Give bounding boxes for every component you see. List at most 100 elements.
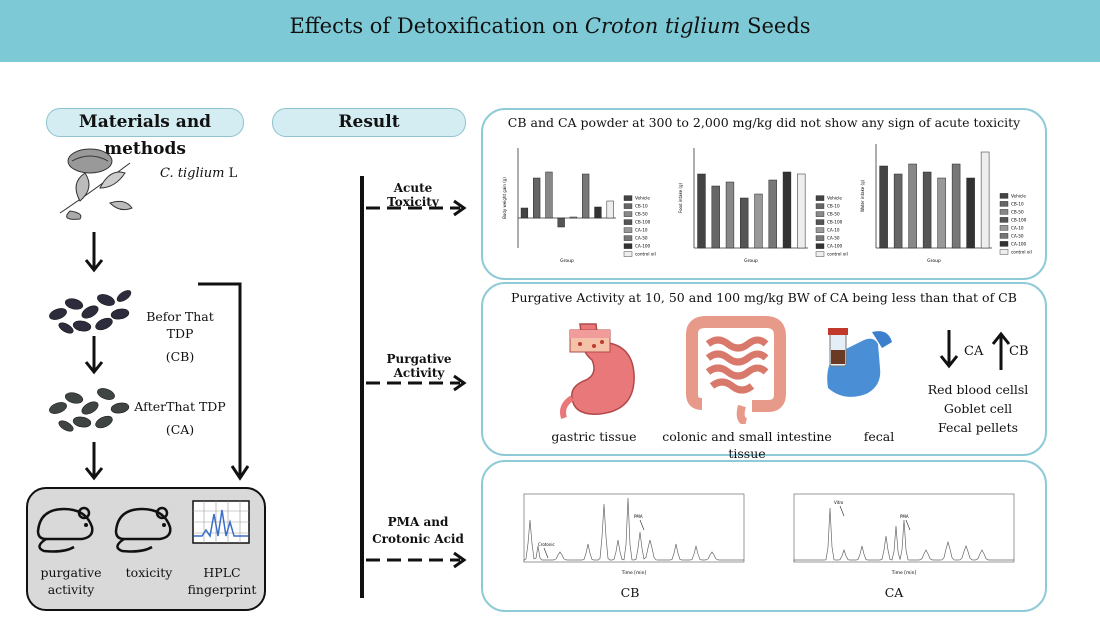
legend-swatch (815, 251, 825, 257)
chromatogram-xlabel: Time [min] (891, 570, 917, 576)
result-title: Result (272, 108, 466, 137)
legend-label: CB-50 (827, 212, 840, 217)
result-vertical-line (360, 176, 364, 598)
legend-swatch (623, 219, 633, 225)
legend-label: CA-50 (1011, 233, 1024, 238)
legend-label: control oil (827, 252, 848, 257)
legend-swatch (815, 243, 825, 249)
cb-seeds-illustration (49, 290, 132, 334)
materials-methods-title: Materials and methods (46, 108, 244, 159)
legend-swatch (999, 233, 1009, 239)
croton-plant-illustration (59, 148, 133, 220)
legend-swatch (623, 235, 633, 241)
legend-swatch (623, 195, 633, 201)
legend-label: control oil (1011, 249, 1032, 254)
chart-bar (893, 173, 903, 249)
legend-label: control oil (635, 252, 656, 257)
page-title: Effects of Detoxification on Croton tigl… (289, 14, 811, 38)
chart-bar (594, 206, 602, 219)
legend-label: Vehicle (827, 196, 842, 201)
dashed-arrow-icon (366, 199, 467, 217)
legend-swatch (815, 219, 825, 225)
hplc-chromatogram-icon (192, 500, 250, 544)
chart-xlabel: Group (560, 258, 574, 264)
legend-label: CA-100 (827, 244, 843, 249)
arrow-down-icon (84, 336, 104, 375)
legend-swatch (623, 211, 633, 217)
chart-bar (768, 179, 777, 249)
chart-bar (782, 171, 792, 249)
cb-label: Befor That TDP (CB) (146, 309, 214, 364)
water-intake-chart: Water intake (g)GroupVehicleCB-10CB-50CB… (860, 144, 1032, 264)
legend-swatch (999, 241, 1009, 247)
legend-swatch (623, 251, 633, 257)
legend-label: Vehicle (1011, 193, 1026, 198)
legend-label: CB-100 (635, 220, 651, 225)
gastric-tissue-caption: gastric tissue (551, 429, 637, 444)
chromatogram-trace (523, 497, 744, 562)
legend-label: CB-100 (1011, 217, 1027, 222)
legend-swatch (999, 249, 1009, 255)
peak-arrow (905, 519, 911, 531)
hplc-cb-caption: CB (620, 585, 640, 600)
peak-label: Vitro (834, 500, 844, 505)
legend-swatch (815, 235, 825, 241)
chart-bar (557, 217, 565, 228)
arrow-down-icon (84, 442, 104, 481)
outcome-list: Red blood cellsl Goblet cell Fecal pelle… (927, 382, 1029, 435)
legend-swatch (815, 227, 825, 233)
acute-toxicity-label: Acute Toxicity (387, 181, 439, 209)
legend-swatch (623, 243, 633, 249)
arrow-down-icon (939, 330, 959, 369)
legend-swatch (815, 211, 825, 217)
chart-bar (937, 177, 946, 249)
chart-bar (922, 171, 932, 249)
chromatogram-frame (793, 493, 1015, 563)
legend-swatch (999, 201, 1009, 207)
chart-bar (606, 200, 614, 219)
chart-ylabel: Body weight gain (g) (502, 177, 507, 219)
stomach-illustration (560, 323, 635, 419)
body-weight-chart: Body weight gain (g)GroupVehicleCB-10CB-… (502, 148, 656, 264)
chromatogram-frame (523, 493, 745, 563)
legend-label: CA-10 (1011, 225, 1024, 230)
chart-bar (569, 216, 578, 219)
ca-direction-label: CA (964, 344, 984, 359)
arrow-up-icon (991, 331, 1011, 370)
acute-toxicity-panel-title: CB and CA powder at 300 to 2,000 mg/kg d… (507, 115, 1021, 130)
bracket-arrow-icon (198, 282, 250, 481)
legend-label: CB-50 (1011, 209, 1024, 214)
cb-direction-label: CB (1009, 344, 1029, 359)
hplc-panel (481, 460, 1047, 612)
chart-bar (908, 163, 917, 249)
rat-icon (114, 506, 172, 553)
chart-ylabel: Water intake (g) (860, 179, 865, 212)
peak-label: PMA (900, 514, 909, 519)
chart-bar (740, 197, 749, 249)
legend-swatch (623, 203, 633, 209)
food-intake-chart: Food intake (g)GroupVehicleCB-10CB-50CB-… (678, 148, 848, 264)
legend-label: CB-50 (635, 212, 648, 217)
purgative-activity-panel-title: Purgative Activity at 10, 50 and 100 mg/… (511, 290, 1017, 305)
chart-bar (582, 173, 590, 219)
fecal-caption: fecal (863, 429, 895, 444)
method-toxicity-label: toxicity (125, 565, 173, 580)
peak-arrow (639, 519, 645, 531)
chart-bar (725, 181, 735, 249)
chart-bar (711, 185, 720, 249)
peak-arrow (839, 505, 845, 517)
ca-label: AfterThat TDP (CA) (134, 399, 226, 437)
header-banner (0, 0, 1100, 62)
chart-bar (951, 163, 961, 249)
legend-swatch (999, 225, 1009, 231)
legend-swatch (999, 193, 1009, 199)
legend-swatch (623, 227, 633, 233)
chart-xlabel: Group (744, 258, 758, 264)
legend-swatch (815, 203, 825, 209)
legend-label: CA-50 (635, 236, 648, 241)
arrow-down-icon (84, 232, 104, 273)
chart-bar (966, 177, 975, 249)
